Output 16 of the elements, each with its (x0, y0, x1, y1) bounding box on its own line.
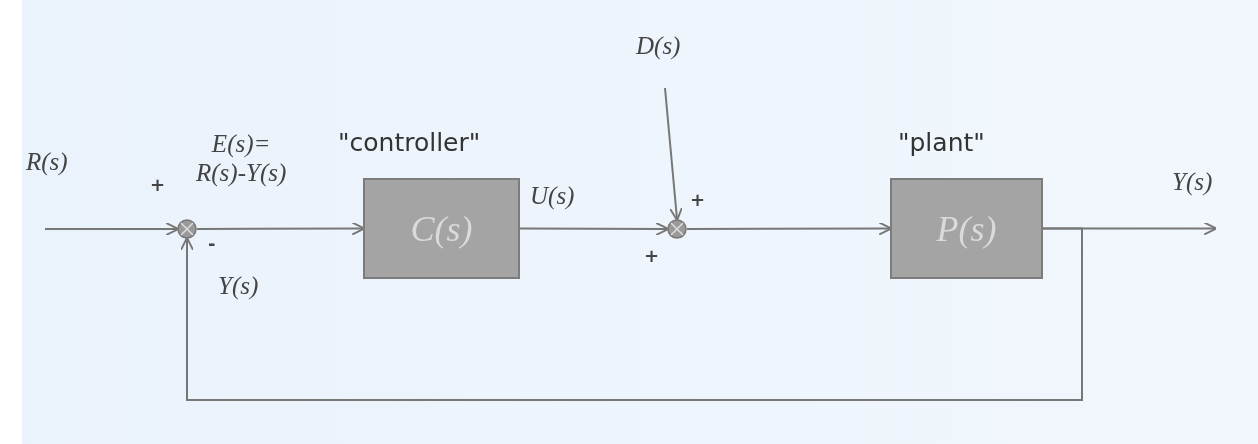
disturbance-label: D(s) (636, 32, 681, 59)
sign-label: + (644, 246, 660, 267)
transfer-function-block (890, 178, 1043, 279)
signal-label: Y(s) (218, 272, 259, 301)
sign-label: + (690, 190, 706, 211)
signal-label: E(s)= R(s)-Y(s) (196, 130, 287, 188)
signal-label: Y(s) (1172, 168, 1213, 197)
sign-label: + (150, 175, 166, 196)
signal-label: U(s) (530, 182, 575, 211)
block-caption: "plant" (898, 128, 985, 157)
signal-label: R(s) (26, 148, 68, 177)
transfer-function-block (363, 178, 520, 279)
sign-label: - (208, 234, 216, 255)
arrow (664, 87, 683, 222)
arrow (180, 227, 1083, 401)
block-caption: "controller" (338, 128, 481, 157)
